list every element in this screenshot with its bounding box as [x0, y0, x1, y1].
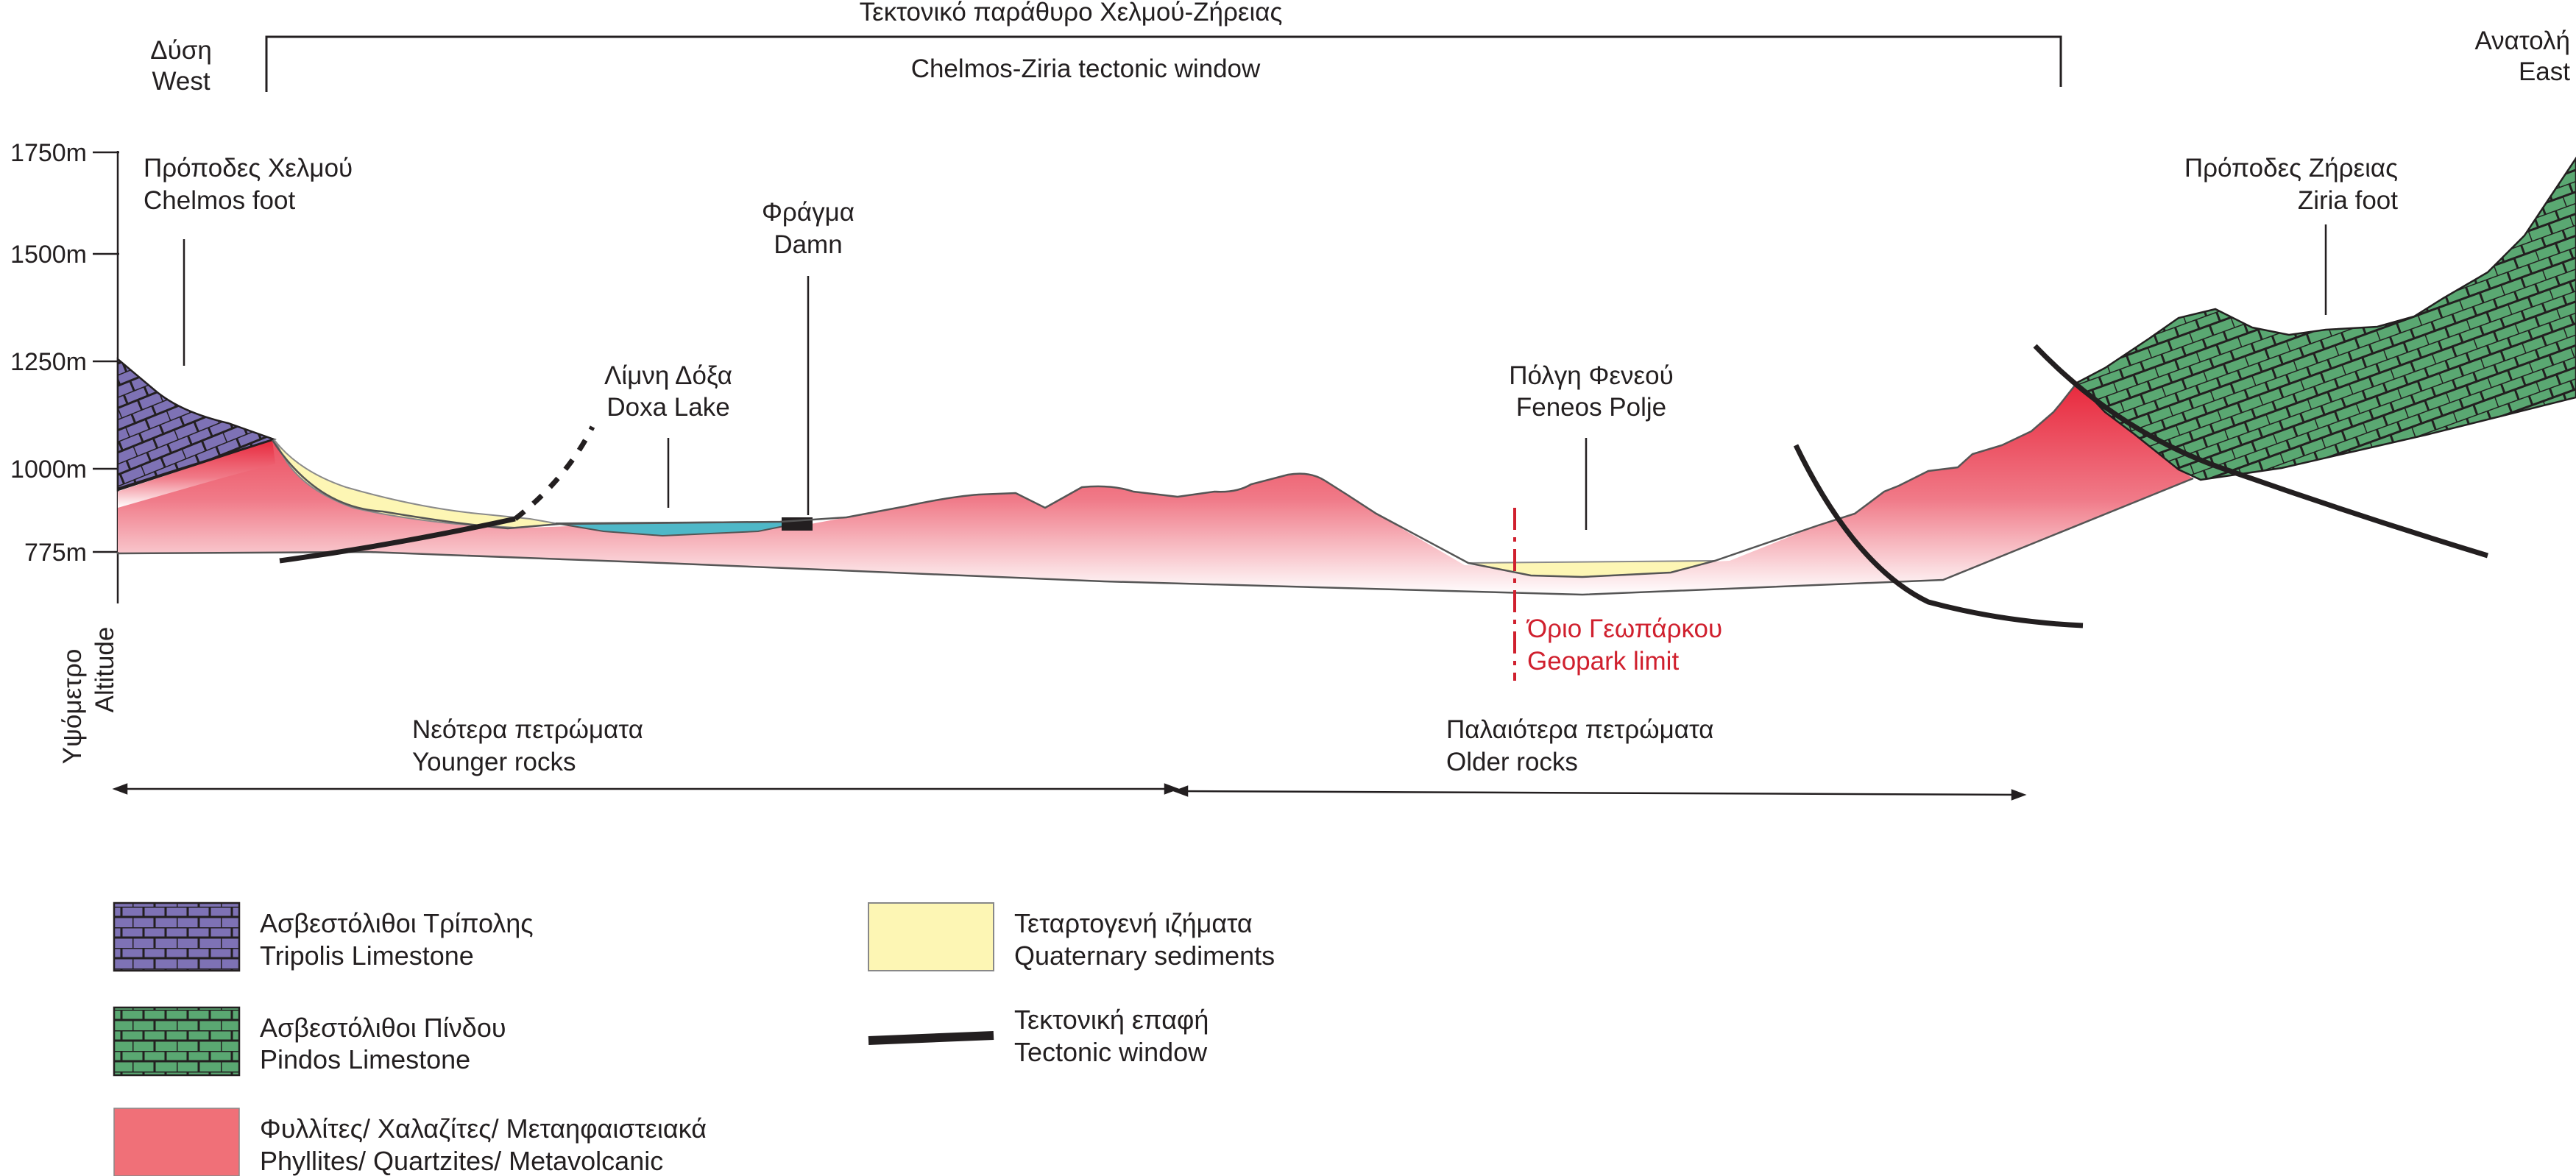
- chelmos-foot-label-greek: Πρόποδες Χελμού: [144, 154, 353, 183]
- dam-label-english: Damn: [774, 230, 842, 259]
- geopark-label-english: Geopark limit: [1527, 647, 1679, 676]
- legend-label-english: Pindos Limestone: [260, 1044, 470, 1074]
- phyllites-swatch: [113, 1108, 240, 1176]
- dam-label-greek: Φράγμα: [762, 198, 854, 227]
- pindos-limestone-swatch: [113, 1006, 241, 1077]
- legend-label-english: Tectonic window: [1014, 1037, 1208, 1067]
- legend-label-english: Quaternary sediments: [1014, 941, 1275, 971]
- axis-label-english: Altitude: [91, 627, 119, 713]
- phyllite-layer: [118, 383, 2193, 595]
- tectonic-contact-east-upper: [2033, 344, 2489, 559]
- tripolis-base-line: [117, 438, 275, 490]
- legend-label-english: Phyllites/ Quartzites/ Metavolcanic: [260, 1146, 663, 1176]
- axis-tick-label: 1250m: [10, 348, 87, 376]
- younger-rocks-english: Younger rocks: [412, 748, 576, 776]
- ziria-foot-label-english: Ziria foot: [2298, 186, 2398, 215]
- title-english: Chelmos-Ziria tectonic window: [911, 54, 1261, 83]
- east-label-english: East: [2519, 57, 2570, 86]
- tripolis-limestone-body: [116, 357, 277, 492]
- tectonic-contact-line: [868, 1031, 994, 1045]
- tectonic-contact-west: [279, 516, 516, 564]
- quaternary-west: [273, 439, 560, 529]
- axis-tick-label: 775m: [24, 539, 87, 567]
- title-greek: Τεκτονικό παράθυρο Χελμού-Ζήρειας: [860, 0, 1283, 26]
- older-rocks-english: Older rocks: [1446, 748, 1578, 776]
- tripolis-limestone-swatch: [113, 902, 241, 972]
- feneos-label-greek: Πόλγη Φενεού: [1509, 361, 1674, 390]
- tectonic-window-bracket: [265, 35, 2062, 92]
- legend-label-greek: Φυλλίτες/ Χαλαζίτες/ Μεταηφαιστειακά: [260, 1113, 707, 1144]
- west-label-english: West: [152, 67, 210, 96]
- axis-tick-label: 1500m: [10, 241, 87, 269]
- younger-rocks-greek: Νεότερα πετρώματα: [412, 715, 643, 744]
- section-base-line: [116, 477, 2194, 596]
- tectonic-contact-west-dashed: [513, 425, 595, 521]
- chelmos-foot-label-english: Chelmos foot: [144, 186, 295, 215]
- phyllite-west-wedge: [118, 440, 275, 508]
- doxa-lake-label-greek: Λίμνη Δόξα: [604, 361, 732, 390]
- legend-label-greek: Τεταρτογενή ιζήματα: [1014, 908, 1253, 938]
- age-arrows: [112, 783, 2027, 801]
- legend: Ασβεστόλιθοι Τρίπολης Tripolis Limestone…: [113, 902, 1275, 1176]
- altitude-axis: [93, 151, 119, 603]
- legend-label-english: Tripolis Limestone: [260, 941, 474, 971]
- axis-tick-label: 1750m: [10, 139, 87, 167]
- axis-tick-label: 1000m: [10, 456, 87, 483]
- east-label-greek: Ανατολή: [2474, 26, 2570, 55]
- topographic-profile: [271, 382, 2078, 578]
- quaternary-swatch: [868, 902, 994, 971]
- geopark-label-greek: Όριο Γεωπάρκου: [1526, 614, 1722, 643]
- tectonic-contact-east-lower: [1793, 444, 2084, 628]
- legend-label-greek: Ασβεστόλιθοι Τρίπολης: [260, 908, 534, 938]
- older-rocks-greek: Παλαιότερα πετρώματα: [1446, 715, 1714, 744]
- axis-label-greek: Υψόμετρο: [58, 649, 87, 765]
- feneos-label-english: Feneos Polje: [1516, 393, 1666, 422]
- ziria-foot-label-greek: Πρόποδες Ζήρειας: [2184, 154, 2398, 183]
- pindos-limestone-body: [2075, 156, 2576, 481]
- legend-label-greek: Τεκτονική επαφή: [1014, 1005, 1209, 1035]
- legend-label-greek: Ασβεστόλιθοι Πίνδου: [260, 1013, 506, 1043]
- west-label-greek: Δύση: [150, 36, 212, 65]
- doxa-lake-label-english: Doxa Lake: [606, 393, 729, 422]
